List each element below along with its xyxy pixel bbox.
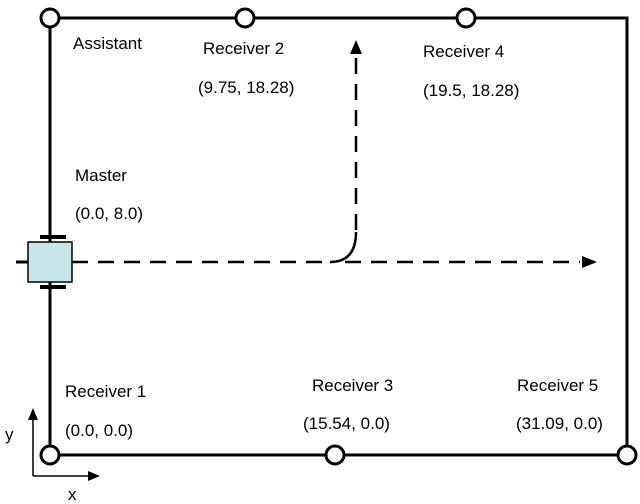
- master-label: Master: [75, 166, 127, 185]
- receiver3-coords: (15.54, 0.0): [303, 414, 390, 433]
- receiver5-coords: (31.09, 0.0): [516, 414, 603, 433]
- receiver1-label: Receiver 1: [65, 382, 146, 401]
- receiver3-label: Receiver 3: [312, 376, 393, 395]
- receiver4-coords: (19.5, 18.28): [423, 81, 519, 100]
- receiver5-label: Receiver 5: [517, 376, 598, 395]
- rightward-arrowhead: [582, 256, 597, 268]
- assistant-node: [39, 7, 61, 29]
- y-axis-arrowhead: [28, 408, 38, 420]
- receiver2-node: [234, 7, 256, 29]
- receiver3-node: [324, 444, 346, 466]
- receiver2-coords: (9.75, 18.28): [198, 78, 294, 97]
- upward-arrowhead: [350, 40, 362, 54]
- receiver1-node: [39, 444, 61, 466]
- y-axis-label: y: [5, 425, 14, 444]
- receiver4-label: Receiver 4: [423, 42, 504, 61]
- x-axis-arrowhead: [88, 471, 100, 481]
- x-axis-label: x: [68, 485, 77, 504]
- master-coords: (0.0, 8.0): [75, 204, 143, 223]
- receiver4-node: [455, 7, 477, 29]
- receiver2-label: Receiver 2: [203, 39, 284, 58]
- assistant-label: Assistant: [73, 34, 142, 53]
- upward-path-curve: [329, 231, 358, 264]
- receiver1-coords: (0.0, 0.0): [65, 421, 133, 440]
- master-box: [27, 241, 73, 283]
- receiver5-node: [616, 444, 638, 466]
